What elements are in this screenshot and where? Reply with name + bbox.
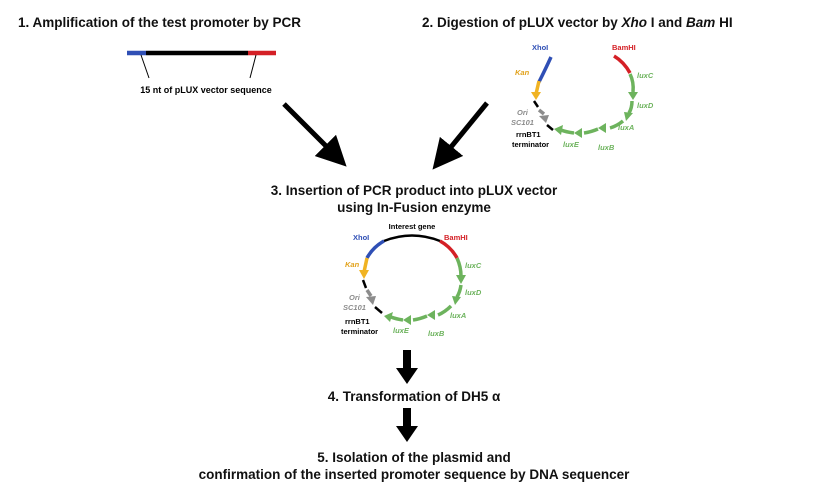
step-2-text-bam: Bam	[686, 15, 715, 30]
arrow-3-4-head-icon	[396, 368, 418, 384]
vector-sc101-label: SC101	[511, 118, 534, 127]
plasmid-kan-label: Kan	[345, 260, 360, 269]
arrow-step2-to-step3	[432, 101, 489, 170]
plasmid-bamhi-arc	[439, 239, 459, 259]
step-2-text-b: I and	[647, 15, 686, 30]
plasmid-ori-arc	[365, 289, 373, 297]
step-2-title: 2. Digestion of pLUX vector by Xho I and…	[422, 15, 733, 30]
step-2-text-xho: Xho	[621, 15, 648, 30]
plasmid-kan-arc	[362, 257, 369, 273]
vector-kan-arc	[534, 80, 541, 95]
plasmid-luxB-arrow-icon	[403, 315, 411, 325]
step-2-text-c: HI	[715, 15, 732, 30]
arrow-step4-to-step5	[396, 408, 418, 442]
step-4-title: 4. Transformation of DH5 α	[328, 389, 501, 404]
plasmid-luxC-arrow-icon	[456, 275, 466, 284]
kan-arrow-icon	[531, 92, 541, 100]
recombinant-plasmid: Interest gene XhoI BamHI Kan Ori SC101 r…	[341, 222, 482, 338]
step-5-title-line1: 5. Isolation of the plasmid and	[317, 450, 511, 465]
luxA-arrow-icon	[598, 123, 606, 133]
vector-backbone-a	[532, 100, 540, 108]
plasmid-terminator-label: terminator	[341, 327, 378, 336]
plasmid-backbone-b	[374, 306, 383, 314]
step-3-title-line2: using In-Fusion enzyme	[337, 200, 491, 215]
plasmid-interest-gene-label: Interest gene	[389, 222, 436, 231]
plasmid-interest-gene-arc	[383, 234, 441, 243]
vector-ori-label: Ori	[517, 108, 529, 117]
plasmid-lux-arc-c	[455, 257, 463, 277]
pcr-note-line-right	[249, 54, 257, 79]
vector-terminator-label: terminator	[512, 140, 549, 149]
vector-bamhi-label: BamHI	[612, 43, 636, 52]
plasmid-lux-arc-a	[437, 304, 453, 317]
arrow-step1-to-step3	[282, 102, 347, 167]
plasmid-rrnbt1-label: rrnBT1	[345, 317, 370, 326]
vector-kan-label: Kan	[515, 68, 530, 77]
linear-vector: XhoI BamHI Kan Ori SC101 rrnBT1 terminat…	[511, 43, 654, 152]
vector-xhoi-end	[537, 56, 553, 83]
step-3-title-line1: 3. Insertion of PCR product into pLUX ve…	[271, 183, 558, 198]
luxD-arrow-icon	[624, 112, 633, 121]
plasmid-luxC-label: luxC	[465, 261, 482, 270]
luxE-arrow-icon	[554, 125, 563, 135]
vector-lux-arc-a	[609, 119, 625, 130]
plasmid-luxA-label: luxA	[450, 311, 466, 320]
plasmid-kan-arrow-icon	[359, 270, 369, 279]
vector-lux-arc-e	[560, 128, 575, 135]
luxC-arrow-icon	[628, 92, 638, 100]
plasmid-luxD-arrow-icon	[452, 296, 461, 305]
plasmid-sc101-label: SC101	[343, 303, 366, 312]
plasmid-lux-arc-d	[455, 284, 463, 298]
vector-luxC-label: luxC	[637, 71, 654, 80]
plasmid-lux-arc-b	[412, 314, 428, 322]
pcr-product: 15 nt of pLUX vector sequence	[127, 50, 276, 95]
step-1-title: 1. Amplification of the test promoter by…	[18, 15, 301, 30]
vector-rrnbt1-label: rrnBT1	[516, 130, 541, 139]
vector-bamhi-end	[613, 54, 632, 74]
vector-luxD-label: luxD	[637, 101, 654, 110]
vector-backbone-b	[546, 124, 554, 131]
plasmid-ori-label: Ori	[349, 293, 361, 302]
arrow-3-4-shaft	[403, 350, 411, 369]
vector-ori-arc	[537, 108, 546, 116]
arrow-step3-to-step4	[396, 350, 418, 384]
plasmid-backbone-a	[361, 279, 368, 289]
pcr-note: 15 nt of pLUX vector sequence	[140, 85, 272, 95]
step-5-title-line2: confirmation of the inserted promoter se…	[199, 467, 631, 482]
plasmid-bamhi-label: BamHI	[444, 233, 468, 242]
vector-lux-arc-b	[583, 127, 599, 135]
vector-luxE-label: luxE	[563, 140, 580, 149]
vector-xhoi-label: XhoI	[532, 43, 548, 52]
plasmid-luxE-label: luxE	[393, 326, 410, 335]
ori-arrow-icon	[539, 115, 549, 123]
plasmid-lux-arc-e	[390, 315, 404, 322]
vector-lux-arc-c	[628, 73, 635, 93]
plasmid-xhoi-arc	[365, 239, 385, 259]
step-2-text-a: 2. Digestion of pLUX vector by	[422, 15, 622, 30]
pcr-note-line-left	[140, 54, 150, 79]
vector-luxB-label: luxB	[598, 143, 615, 152]
luxB-arrow-icon	[574, 128, 582, 138]
plasmid-xhoi-label: XhoI	[353, 233, 369, 242]
plasmid-luxE-arrow-icon	[384, 312, 393, 322]
plasmid-luxD-label: luxD	[465, 288, 482, 297]
vector-lux-arc-d	[627, 100, 634, 114]
plasmid-luxA-arrow-icon	[427, 310, 435, 320]
plasmid-luxB-label: luxB	[428, 329, 445, 338]
vector-luxA-label: luxA	[618, 123, 634, 132]
arrow-4-5-shaft	[403, 408, 411, 427]
arrow-4-5-head-icon	[396, 426, 418, 442]
plasmid-ori-arrow-icon	[366, 296, 376, 305]
